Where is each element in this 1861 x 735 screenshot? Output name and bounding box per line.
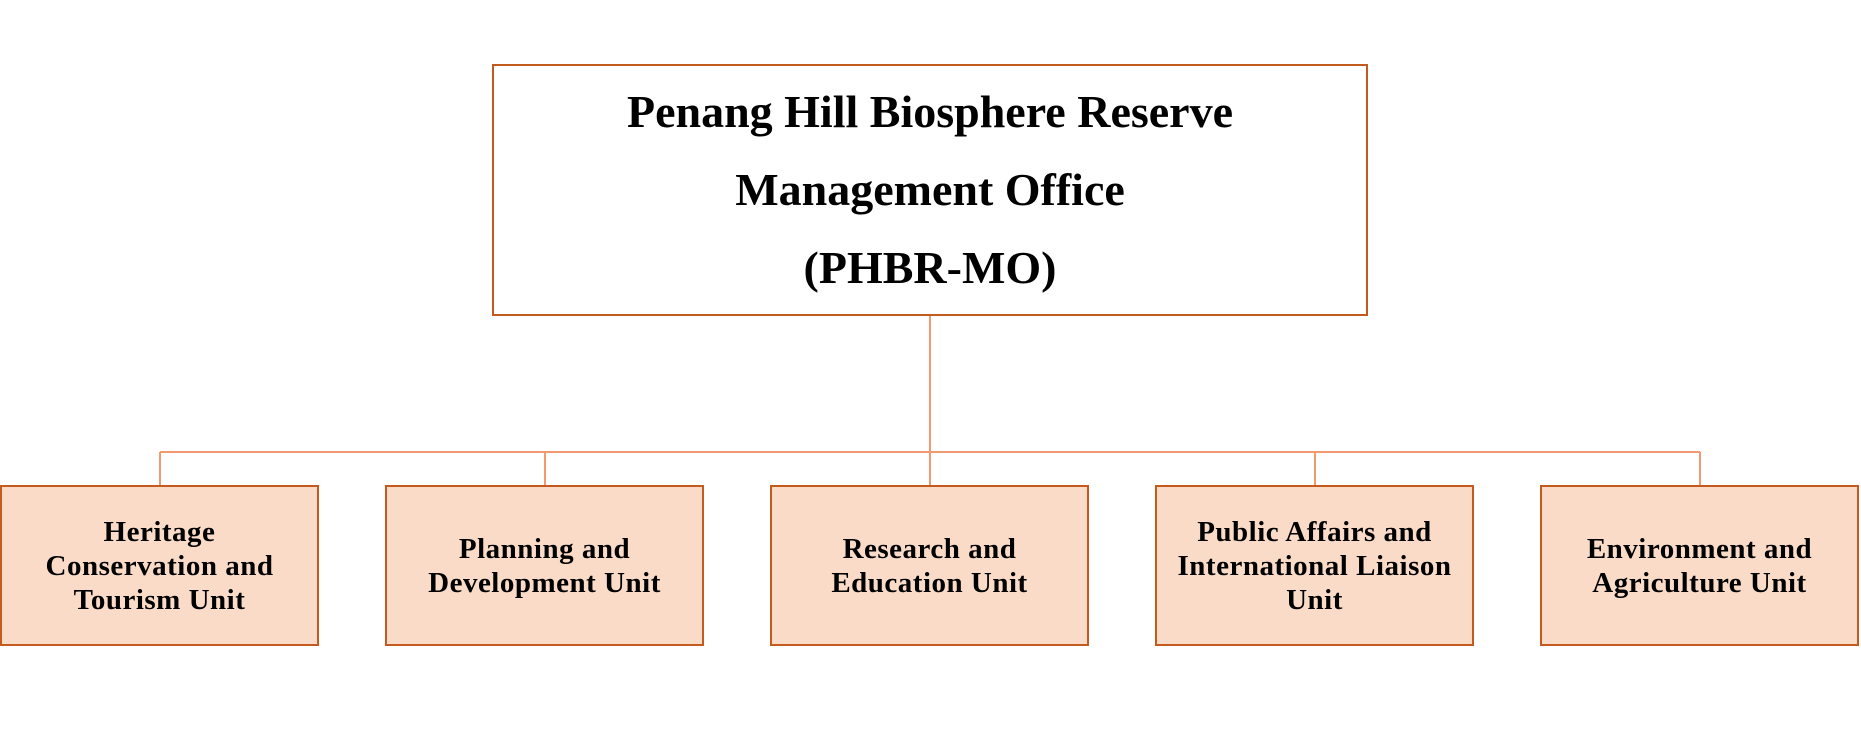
- root-title-line-1: Penang Hill Biosphere Reserve: [626, 86, 1234, 137]
- root-title-line-2: Management Office: [735, 164, 1125, 215]
- root-office-box: Penang Hill Biosphere Reserve Management…: [492, 64, 1368, 316]
- unit-box-research-education: Research and Education Unit: [770, 485, 1089, 646]
- unit-label: Research and Education Unit: [831, 532, 1028, 599]
- unit-box-public-affairs-international-liaison: Public Affairs and International Liaison…: [1155, 485, 1474, 646]
- unit-box-heritage-conservation-tourism: Heritage Conservation and Tourism Unit: [0, 485, 319, 646]
- root-title-line-3: (PHBR-MO): [803, 242, 1057, 293]
- unit-box-planning-development: Planning and Development Unit: [385, 485, 704, 646]
- unit-label: Planning and Development Unit: [428, 532, 661, 599]
- unit-box-environment-agriculture: Environment and Agriculture Unit: [1540, 485, 1859, 646]
- unit-label: Public Affairs and International Liaison…: [1177, 515, 1452, 616]
- unit-label: Environment and Agriculture Unit: [1586, 532, 1813, 599]
- unit-label: Heritage Conservation and Tourism Unit: [45, 515, 274, 616]
